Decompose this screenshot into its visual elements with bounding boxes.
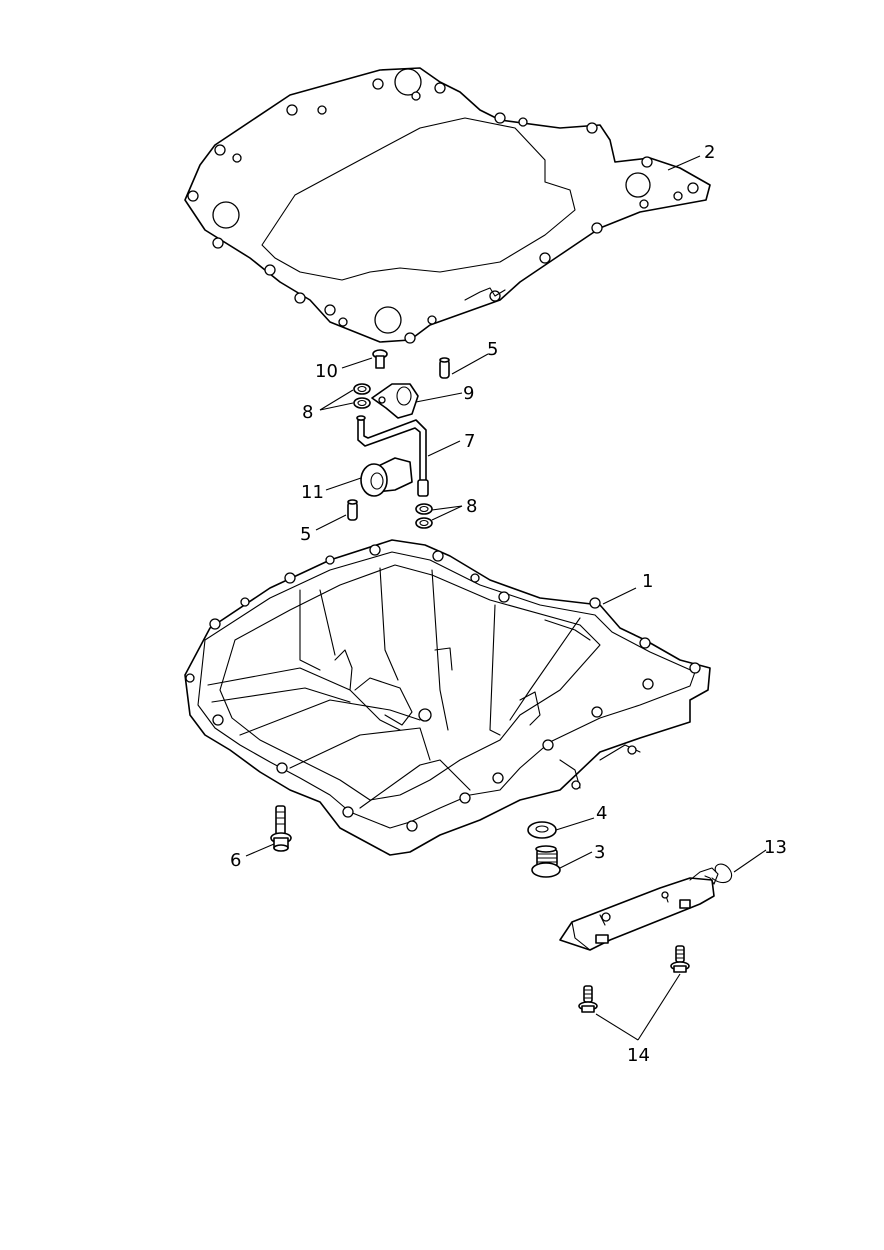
- callout-1: 1: [642, 571, 653, 592]
- callout-14: 14: [627, 1045, 650, 1066]
- callout-6: 6: [230, 850, 241, 871]
- callout-8-lower: 8: [466, 496, 477, 517]
- callout-11: 11: [301, 482, 324, 503]
- callout-13: 13: [764, 837, 787, 858]
- sump-bolt-holes: [185, 544, 701, 832]
- pipe-clamp-part-9: [371, 383, 419, 419]
- callout-labels: 1 2 3 4 5 5 6 7 8 8 9 10 11 13 14: [230, 142, 787, 1066]
- callout-8-upper: 8: [302, 402, 313, 423]
- wire-clip: [711, 863, 732, 884]
- bolt-part-10: [372, 349, 388, 369]
- callout-5-lower: 5: [300, 524, 311, 545]
- o-rings-upper: [353, 383, 371, 409]
- callout-2: 2: [704, 142, 715, 163]
- strainer-part-11: [360, 457, 413, 497]
- bracket-part-13: [559, 867, 719, 951]
- callout-10: 10: [315, 361, 338, 382]
- callout-4: 4: [596, 803, 607, 824]
- callout-7: 7: [464, 431, 475, 452]
- callout-5-upper: 5: [487, 339, 498, 360]
- washer-part-4: [527, 821, 557, 839]
- o-rings-lower: [415, 503, 433, 529]
- dowel-upper: [439, 357, 450, 379]
- callout-3: 3: [594, 842, 605, 863]
- oil-sump-pan: [184, 539, 711, 856]
- gasket-holes: [187, 68, 699, 344]
- screw-part-14-b: [670, 945, 690, 973]
- sump-gasket: [184, 67, 711, 344]
- oil-pipe-part-7: [356, 415, 429, 497]
- dowel-lower: [347, 499, 358, 521]
- screw-part-14-a: [578, 985, 598, 1013]
- bolt-part-6: [270, 805, 292, 852]
- leader-lines: [245, 155, 767, 1041]
- callout-9: 9: [463, 383, 474, 404]
- drain-plug-part-3: [531, 845, 561, 878]
